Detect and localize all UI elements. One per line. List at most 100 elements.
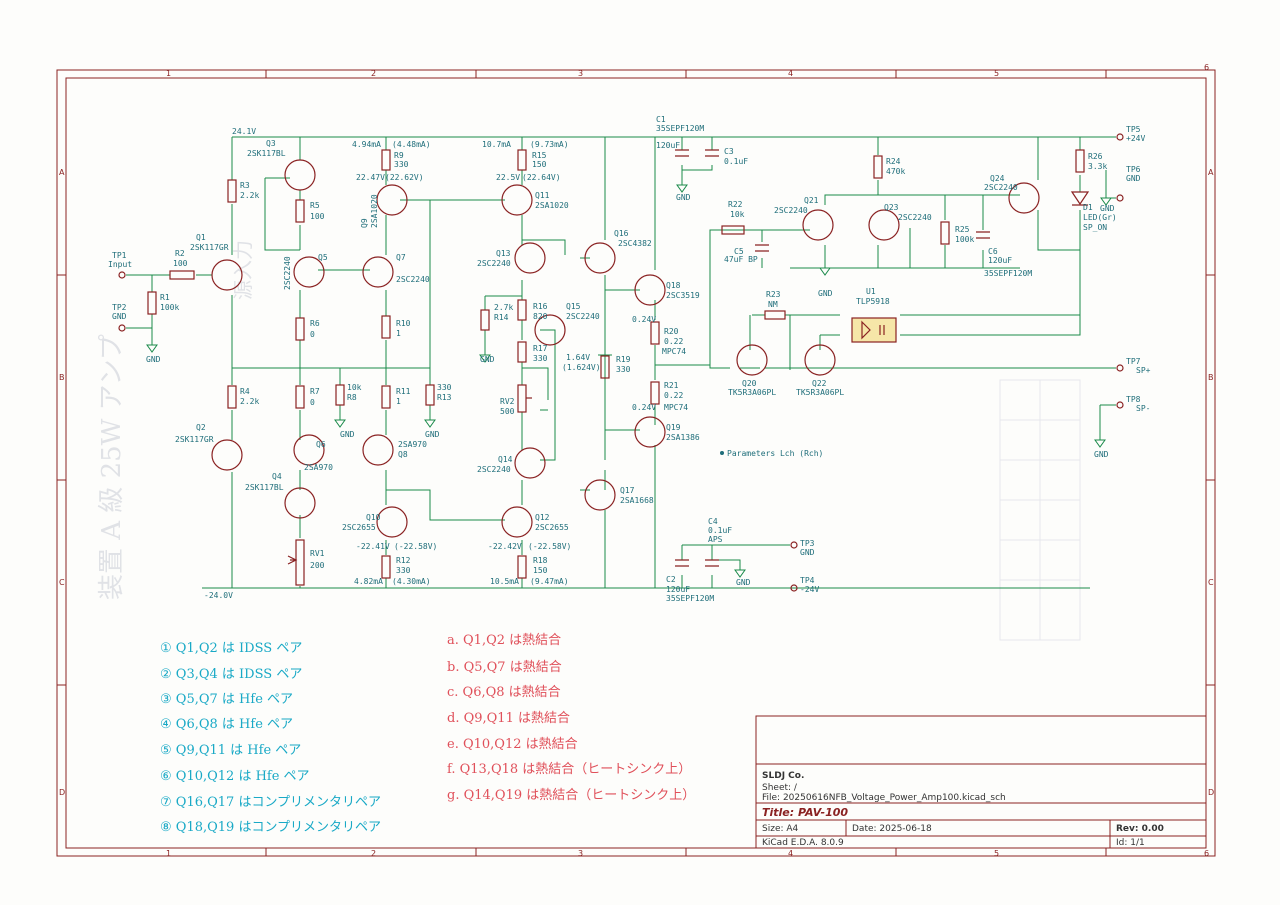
r1-ref: R1 — [160, 293, 170, 302]
q12-ref: Q12 — [535, 513, 550, 522]
q10-ref: Q10 — [366, 513, 381, 522]
q2-part: 2SK117GR — [175, 435, 214, 444]
rv1-symbol — [295, 539, 305, 586]
gnd-label-4: GND — [480, 355, 495, 364]
q13-symbol — [514, 242, 546, 274]
c3-symbol — [705, 149, 719, 157]
c5-value: 47uF BP — [724, 255, 758, 264]
r18-symbol — [517, 555, 527, 579]
q18-symbol — [634, 274, 666, 306]
q5-symbol — [293, 256, 325, 288]
q14-part: 2SC2240 — [477, 465, 511, 474]
svg-text:源入力: 源入力 — [231, 240, 255, 300]
tp2-net: GND — [112, 312, 127, 321]
r16-value: 820 — [533, 312, 548, 321]
frame-col-2-bottom: 2 — [371, 849, 376, 858]
q11-current-r: (9.73mA) — [530, 140, 569, 149]
r10-value: 1 — [396, 329, 401, 338]
r3-value: 2.2k — [240, 191, 259, 200]
q13-ref: Q13 — [496, 249, 511, 258]
q12-voltage: -22.42V — [488, 542, 522, 551]
r1-value: 100k — [160, 303, 179, 312]
r22-symbol — [721, 225, 745, 235]
q1-part: 2SK117GR — [190, 243, 229, 252]
tp5-net: +24V — [1126, 134, 1145, 143]
pair-note-7: ⑦ Q16,Q17 はコンプリメンタリペア — [160, 795, 381, 810]
r19-ref: R19 — [616, 355, 631, 364]
tp7-ref: TP7 — [1126, 357, 1141, 366]
q19-ref: Q19 — [666, 423, 681, 432]
q14-symbol — [514, 447, 546, 479]
c2-symbol — [675, 559, 689, 567]
q19-part: 2SA1386 — [666, 433, 700, 442]
q23-ref: Q23 — [884, 203, 899, 212]
q23-symbol — [868, 209, 900, 241]
r21-ref: R21 — [664, 381, 679, 390]
frame-col-5-bottom: 5 — [994, 849, 999, 858]
params-label: Parameters Lch (Rch) — [727, 449, 823, 458]
rv2-ref: RV2 — [500, 397, 515, 406]
pair-note-2: ② Q3,Q4 は IDSS ペア — [160, 667, 302, 682]
q13-part: 2SC2240 — [477, 259, 511, 268]
q17-symbol — [584, 479, 616, 511]
rv1-ref: RV1 — [310, 549, 325, 558]
r5-symbol — [295, 199, 305, 223]
q11-current: 10.7mA — [482, 140, 511, 149]
gnd-label-6: GND — [736, 578, 751, 587]
r8-ref: R8 — [347, 393, 357, 402]
r5-value: 100 — [310, 212, 325, 221]
r2-value: 100 — [173, 259, 188, 268]
frame-col-2: 2 — [371, 69, 376, 78]
gnd-label-1: GND — [146, 355, 161, 364]
q23-part: 2SC2240 — [898, 213, 932, 222]
u1-part: TLP5918 — [856, 297, 890, 306]
q7-part: 2SC2240 — [396, 275, 430, 284]
q16-symbol — [584, 242, 616, 274]
svg-text:装置 A 級 25W アンプ: 装置 A 級 25W アンプ — [97, 334, 127, 600]
q11-symbol — [501, 184, 533, 216]
r20-value: 0.22 — [664, 337, 683, 346]
c6-part: 35SEPF120M — [984, 269, 1032, 278]
r14-symbol — [480, 309, 490, 331]
d1-ref: D1 — [1083, 203, 1093, 212]
q6-ref: Q6 — [316, 440, 326, 449]
aps-label: APS — [708, 535, 723, 544]
r21-part: MPC74 — [664, 403, 688, 412]
frame-col-3: 3 — [578, 69, 583, 78]
q4-ref: Q4 — [272, 472, 282, 481]
r16-ref: R16 — [533, 302, 548, 311]
v-neg-rail: -24.0V — [204, 591, 233, 600]
r21-symbol — [650, 381, 660, 405]
d1-part: LED(Gr) — [1083, 213, 1117, 222]
r11-ref: R11 — [396, 387, 411, 396]
tp4-symbol — [790, 584, 798, 592]
q20-symbol — [736, 344, 768, 376]
frame-row-b-right: B — [1208, 373, 1214, 382]
r10-ref: R10 — [396, 319, 411, 328]
pair-note-1: ① Q1,Q2 は IDSS ペア — [160, 641, 302, 656]
frame-row-c-right: C — [1208, 578, 1214, 587]
params-bullet — [720, 451, 724, 455]
r7-symbol — [295, 385, 305, 409]
r19-voltage: 1.64V — [566, 353, 590, 362]
tp4-ref: TP4 — [800, 576, 815, 585]
r9-value: 330 — [394, 160, 409, 169]
r15-value: 150 — [532, 160, 547, 169]
r25-ref: R25 — [955, 225, 970, 234]
frame-row-d-right: D — [1208, 788, 1214, 797]
c4-value: 0.1uF — [708, 526, 732, 535]
c3-value: 0.1uF — [724, 157, 748, 166]
tp3-symbol — [790, 541, 798, 549]
bleed-through-text: 装置 A 級 25W アンプ 源入力 — [97, 240, 1081, 641]
tp7-symbol — [1116, 364, 1124, 372]
tp8-symbol — [1116, 401, 1124, 409]
r19-voltage-r: (1.624V) — [562, 363, 601, 372]
q4-symbol — [284, 487, 316, 519]
r20-part: MPC74 — [662, 347, 686, 356]
tp2-ref: TP2 — [112, 303, 127, 312]
q18-ref: Q18 — [666, 281, 681, 290]
q12-voltage-r: (-22.58V) — [528, 542, 571, 551]
r16-symbol — [517, 299, 527, 321]
gnd-label-2: GND — [340, 430, 355, 439]
q9-part: 2SA1020 — [370, 194, 379, 228]
